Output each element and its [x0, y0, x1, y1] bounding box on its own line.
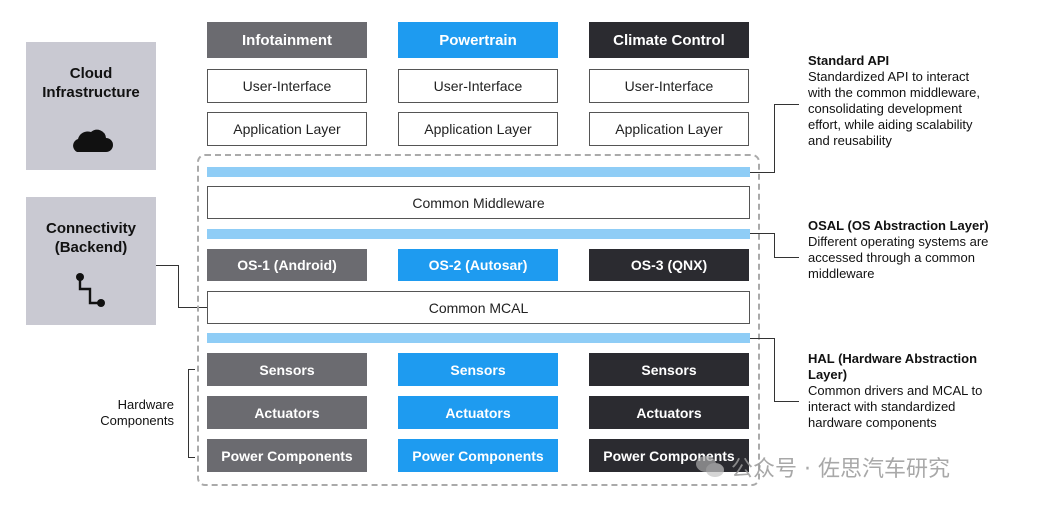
note-title: HAL (Hardware Abstraction Layer): [808, 351, 978, 382]
cloud-icon: [73, 129, 113, 152]
connector-line: [156, 265, 179, 266]
sensors-box: Sensors: [207, 353, 367, 386]
domain-header-infotainment: Infotainment: [207, 22, 367, 58]
watermark-text: 公众号 · 佐思汽车研究: [731, 457, 950, 482]
osal-bar: [207, 229, 750, 239]
cloud-infrastructure-panel: Cloud Infrastructure: [26, 42, 156, 170]
connector-line: [178, 307, 208, 308]
connection-path-icon: [76, 273, 105, 307]
domain-header-powertrain: Powertrain: [398, 22, 558, 58]
sensors-box: Sensors: [398, 353, 558, 386]
connector-line: [178, 265, 179, 308]
note-standard-api: Standard API Standardized API to interac…: [808, 53, 1044, 149]
callout-line-api: [750, 172, 775, 173]
callout-line-api: [774, 104, 775, 173]
platform-container: [197, 154, 760, 486]
callout-line-osal: [774, 257, 799, 258]
actuators-box: Actuators: [589, 396, 749, 429]
note-title: OSAL (OS Abstraction Layer): [808, 218, 989, 233]
os-android-box: OS-1 (Android): [207, 249, 367, 281]
wechat-icon: [696, 456, 724, 477]
common-mcal-box: Common MCAL: [207, 291, 750, 324]
user-interface-box: User-Interface: [589, 69, 749, 103]
application-layer-box: Application Layer: [398, 112, 558, 146]
callout-line-hal: [750, 338, 775, 339]
domain-header-climate-control: Climate Control: [589, 22, 749, 58]
note-body: Standardized API to interact with the co…: [808, 69, 980, 148]
note-osal: OSAL (OS Abstraction Layer) Different op…: [808, 218, 1044, 282]
callout-line-api: [774, 104, 799, 105]
note-body: Different operating systems are accessed…: [808, 234, 989, 281]
hardware-bracket: [188, 369, 189, 458]
note-hal: HAL (Hardware Abstraction Layer) Common …: [808, 351, 1044, 431]
hardware-bracket: [188, 457, 195, 458]
application-layer-box: Application Layer: [589, 112, 749, 146]
hal-bar: [207, 333, 750, 343]
callout-line-osal: [750, 233, 775, 234]
callout-line-hal: [774, 401, 799, 402]
os-autosar-box: OS-2 (Autosar): [398, 249, 558, 281]
user-interface-box: User-Interface: [398, 69, 558, 103]
note-body: Common drivers and MCAL to interact with…: [808, 383, 983, 430]
power-components-box: Power Components: [398, 439, 558, 472]
application-layer-box: Application Layer: [207, 112, 367, 146]
actuators-box: Actuators: [207, 396, 367, 429]
hardware-bracket: [188, 369, 195, 370]
callout-line-hal: [774, 338, 775, 402]
standard-api-bar: [207, 167, 750, 177]
note-title: Standard API: [808, 53, 890, 68]
connectivity-backend-panel: Connectivity (Backend): [26, 197, 156, 325]
hardware-components-label: Hardware Components: [100, 397, 174, 428]
cloud-infrastructure-label: Cloud Infrastructure: [42, 65, 140, 101]
power-components-box: Power Components: [207, 439, 367, 472]
user-interface-box: User-Interface: [207, 69, 367, 103]
os-qnx-box: OS-3 (QNX): [589, 249, 749, 281]
actuators-box: Actuators: [398, 396, 558, 429]
connectivity-backend-label: Connectivity (Backend): [45, 220, 136, 256]
sensors-box: Sensors: [589, 353, 749, 386]
watermark: 公众号 · 佐思汽车研究: [695, 450, 1035, 484]
callout-line-osal: [774, 233, 775, 258]
common-middleware-box: Common Middleware: [207, 186, 750, 219]
